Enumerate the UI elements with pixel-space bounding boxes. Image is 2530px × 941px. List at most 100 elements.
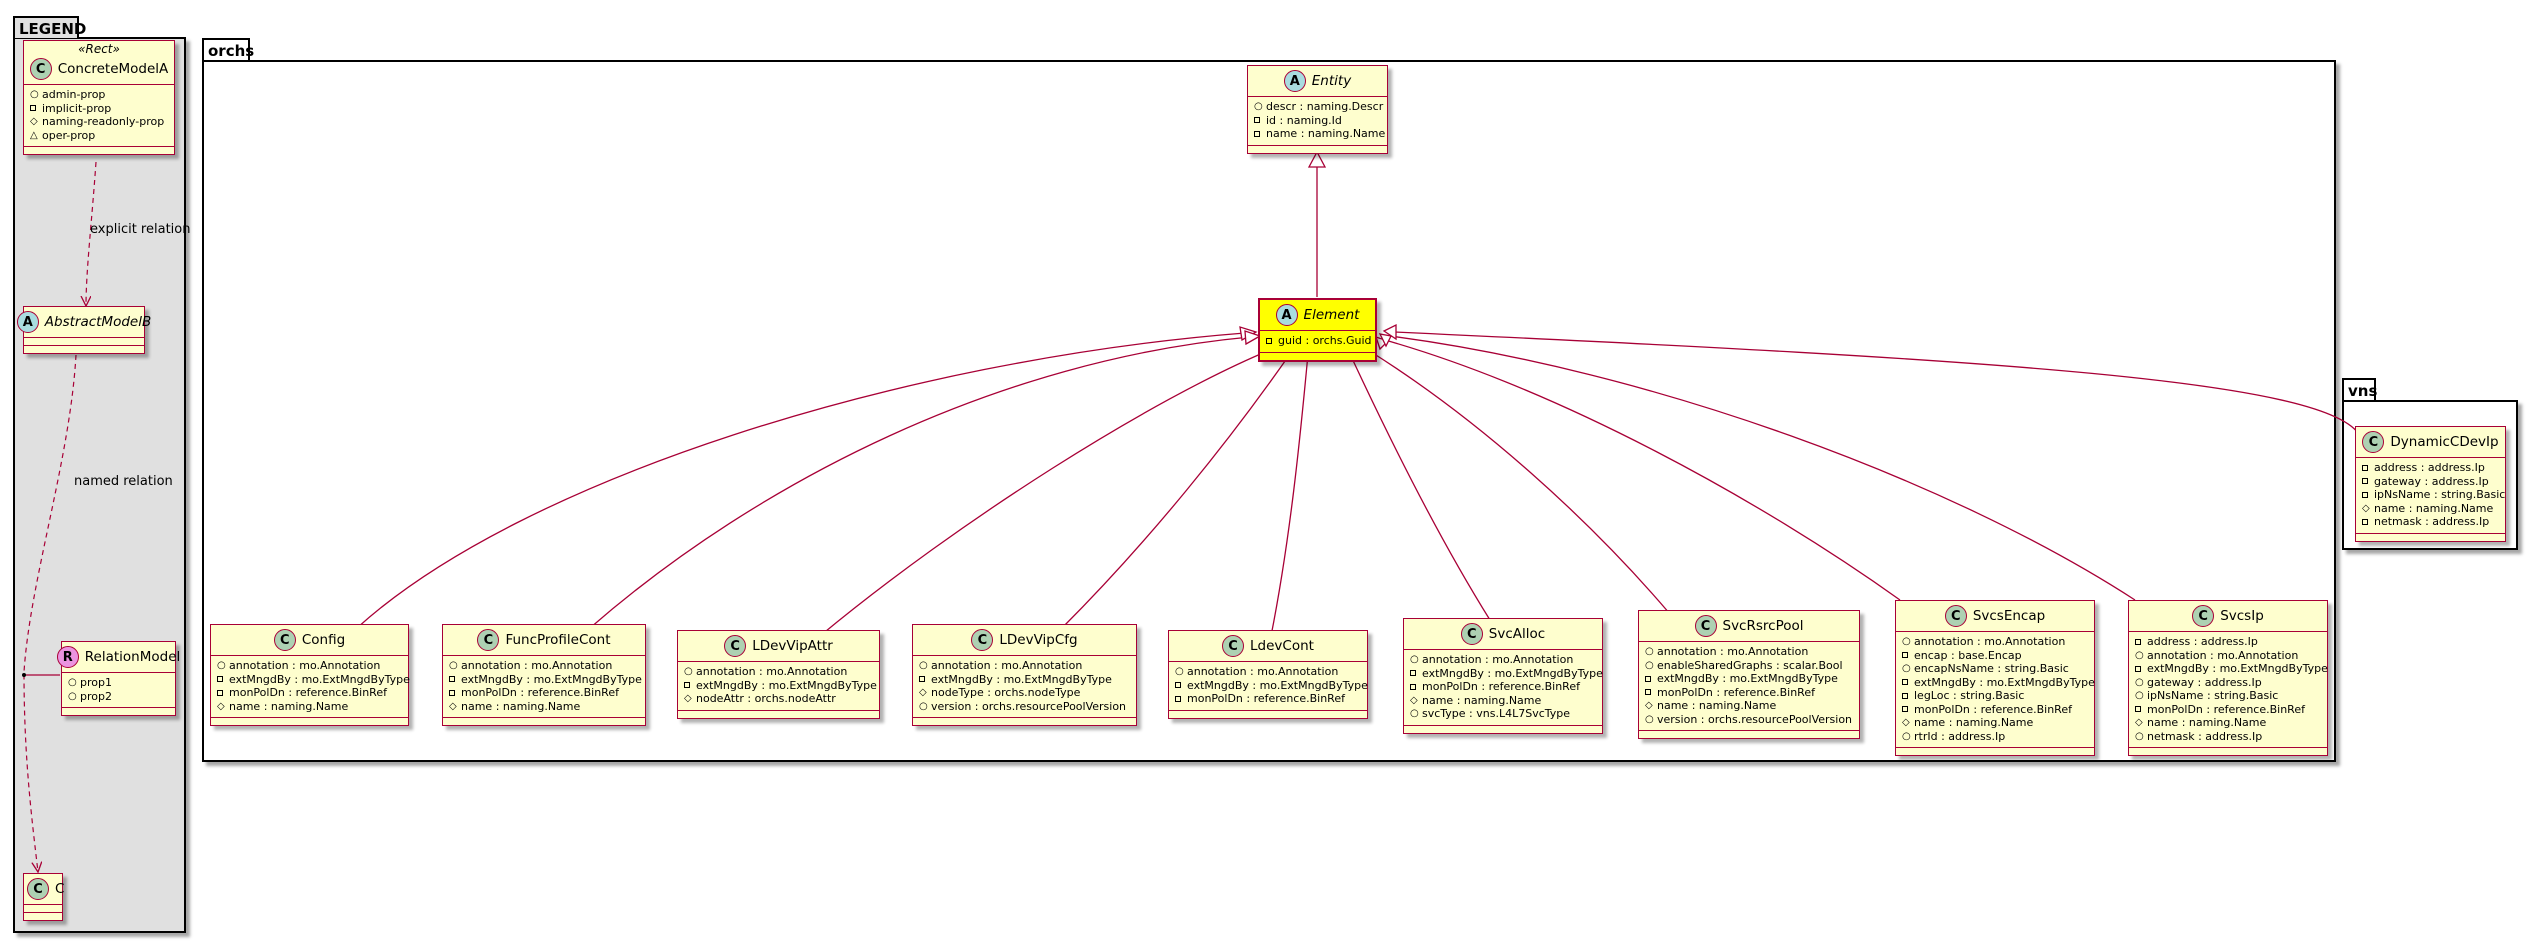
attribute-text: id : naming.Id [1266,113,1342,127]
attribute-text: annotation : mo.Annotation [1914,635,2066,648]
attribute-row: ◇name : naming.Name [217,700,402,714]
attribute-row: ○annotation : mo.Annotation [684,665,873,679]
legend-package-tab: LEGEND [13,16,86,38]
entity-class-name: Entity [1311,73,1352,89]
attribute-text: extMngdBy : mo.ExtMngdByType [461,672,642,686]
attribute-text: naming-readonly-prop [42,115,165,128]
attribute-row: gateway : address.Ip [2362,475,2499,489]
explicit-relation-label: explicit relation [90,222,191,237]
attribute-row: ○prop1 [68,676,169,690]
attribute-row: ipNsName : string.Basic [2362,488,2505,502]
protected-diamond-icon: ◇ [217,700,225,712]
attribute-row: ◇name : naming.Name [1902,716,2088,730]
private-square-icon [449,676,461,683]
attribute-row: ◇naming-readonly-prop [30,115,168,129]
protected-diamond-icon: ◇ [2135,717,2143,728]
class-c-icon: C [29,58,52,80]
class-name: LDevVipAttr [752,638,833,654]
attribute-text: address : address.Ip [2147,635,2258,648]
element-attrs: guid : orchs.Guid [1260,331,1375,353]
attribute-row: extMngdBy : mo.ExtMngdByType [1902,676,2095,690]
element-class[interactable]: A Element guid : orchs.Guid [1258,298,1377,362]
class-name: FuncProfileCont [505,632,611,648]
element-class-name: Element [1303,307,1360,323]
attribute-row: extMngdBy : mo.ExtMngdByType [217,673,410,687]
attribute-row: ◇nodeType : orchs.nodeType [919,686,1130,700]
attribute-text: admin-prop [42,88,106,101]
attribute-text: name : naming.Name [461,699,581,713]
public-circle-icon: ○ [1902,730,1911,742]
attribute-row: ○annotation : mo.Annotation [919,659,1130,673]
edge-svcalloc-element [1349,353,1491,621]
abstract-model-class[interactable]: A AbstractModelB [16,306,151,354]
relation-junction [22,673,26,677]
attribute-row: address : address.Ip [2135,635,2321,649]
attribute-text: legLoc : string.Basic [1914,689,2025,702]
public-circle-icon: ○ [919,660,928,671]
private-square-icon [1175,682,1187,689]
attribute-text: gateway : address.Ip [2147,675,2262,689]
attribute-text: extMngdBy : mo.ExtMngdByType [1914,675,2095,689]
attribute-row: ○encapNsName : string.Basic [1902,662,2088,676]
relation-attrs: ○prop1○prop2 [62,673,175,708]
attribute-text: extMngdBy : mo.ExtMngdByType [1422,666,1603,680]
abstract-a-icon: A [16,311,39,333]
attribute-row: monPolDn : reference.BinRef [1645,686,1853,700]
attribute-text: prop1 [80,676,112,689]
attribute-row: ○enableSharedGraphs : scalar.Bool [1645,659,1853,673]
class-c-icon: C [27,878,49,900]
private-square-icon [1902,692,1914,699]
attribute-text: nodeAttr : orchs.nodeAttr [696,692,836,705]
legend-title: LEGEND [19,20,87,38]
attribute-text: version : orchs.resourcePoolVersion [931,699,1127,713]
attribute-row: ○svcType : vns.L4L7SvcType [1410,707,1596,721]
private-square-icon [449,689,461,696]
private-square-icon [2362,491,2374,498]
class-name: SvcRsrcPool [1722,618,1804,634]
public-circle-icon: ○ [1175,666,1184,677]
relation-class-name: RelationModel [84,649,181,665]
vns-package-tab: vns [2342,378,2377,400]
public-circle-icon: ○ [1902,636,1911,647]
attribute-text: monPolDn : reference.BinRef [1422,680,1580,693]
c-class[interactable]: C C [23,873,64,921]
attribute-row: ◇name : naming.Name [1645,699,1853,713]
class-attrs: ○annotation : mo.Annotation○enableShared… [1639,642,1859,731]
class-c-icon: C [971,629,994,651]
edge-named-relation [23,354,77,872]
attribute-text: rtrId : address.Ip [1914,729,2006,743]
protected-diamond-icon: ◇ [2362,502,2370,514]
attribute-text: enableSharedGraphs : scalar.Bool [1657,658,1843,672]
attribute-text: monPolDn : reference.BinRef [229,686,387,699]
inherit-arrow-entity [1307,150,1327,168]
class-name: SvcsEncap [1972,608,2046,624]
attribute-row: extMngdBy : mo.ExtMngdByType [1175,679,1368,693]
attribute-text: nodeType : orchs.nodeType [931,686,1081,699]
public-circle-icon: ○ [1410,654,1419,665]
attribute-row: ○annotation : mo.Annotation [449,659,639,673]
attribute-row: legLoc : string.Basic [1902,689,2088,703]
private-square-icon [1254,130,1266,137]
public-circle-icon: ○ [2135,730,2144,742]
class-name: LDevVipCfg [999,632,1078,648]
private-square-icon [1410,683,1422,690]
attribute-text: ipNsName : string.Basic [2147,689,2279,702]
relation-model-class[interactable]: R RelationModel ○prop1○prop2 [56,641,180,716]
protected-diamond-icon: ◇ [449,700,457,712]
